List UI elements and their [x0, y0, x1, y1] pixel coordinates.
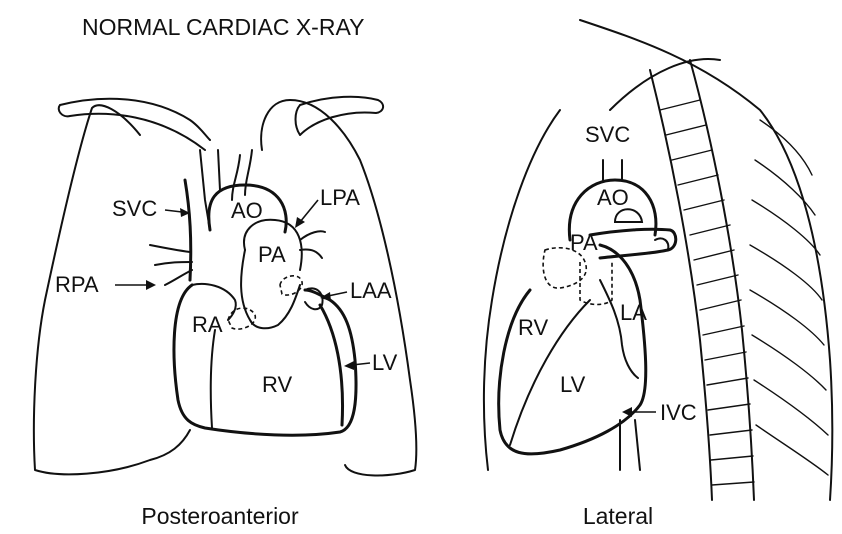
lat-label-pa: PA: [570, 230, 598, 255]
lat-label-ivc: IVC: [660, 400, 697, 425]
pa-label-rpa: RPA: [55, 272, 99, 297]
pa-label-laa: LAA: [350, 278, 392, 303]
lv-wall: [320, 305, 343, 425]
pa-label-rv: RV: [262, 372, 292, 397]
diagram-title: NORMAL CARDIAC X-RAY: [82, 14, 364, 40]
lateral-pa-tip: [655, 238, 668, 250]
lateral-upper-curve: [610, 59, 720, 110]
pa-label-lv: LV: [372, 350, 398, 375]
arrow-lpa: [300, 200, 318, 222]
svc-vessel: [185, 180, 191, 280]
tricuspid-valve-dashed: [228, 308, 255, 329]
lateral-aorta-loop: [615, 209, 642, 222]
left-lung-outline: [261, 100, 416, 475]
pa-arrows: [115, 200, 370, 370]
arrowhead-rpa: [146, 280, 156, 290]
lateral-back-outline: [580, 20, 832, 500]
arrowhead-ivc: [622, 407, 632, 417]
spine-front: [650, 70, 712, 500]
lateral-pa-branch: [590, 229, 676, 258]
lat-caption: Lateral: [583, 503, 653, 529]
pa-label-ao: AO: [231, 198, 263, 223]
lat-label-lv: LV: [560, 372, 586, 397]
lateral-view: SVC AO PA RV LA LV IVC Lateral: [484, 20, 832, 529]
pa-caption: Posteroanterior: [141, 503, 299, 529]
lateral-ivc: [620, 420, 640, 470]
pa-label-lpa: LPA: [320, 185, 360, 210]
posteroanterior-view: SVC AO LPA PA RPA LAA RA LV RV Posteroan…: [34, 97, 416, 529]
ribs: [750, 120, 828, 475]
arrow-svc: [165, 210, 182, 212]
pa-label-pa: PA: [258, 242, 286, 267]
pa-label-svc: SVC: [112, 196, 157, 221]
arrowhead-lv: [344, 361, 354, 370]
lat-label-rv: RV: [518, 315, 548, 340]
arrow-laa: [328, 292, 347, 296]
ra-rv-line: [211, 330, 215, 428]
lateral-chest-outline: [484, 110, 560, 470]
lat-label-ao: AO: [597, 185, 629, 210]
lat-label-la: LA: [620, 300, 647, 325]
rpa-branches: [150, 245, 192, 285]
lateral-svc: [603, 160, 622, 180]
lateral-la-line: [600, 280, 638, 378]
pa-heart-silhouette: [174, 285, 356, 435]
spine: [650, 60, 754, 500]
lat-label-svc: SVC: [585, 122, 630, 147]
lateral-valve-dashed: [580, 262, 612, 305]
pa-label-ra: RA: [192, 312, 223, 337]
